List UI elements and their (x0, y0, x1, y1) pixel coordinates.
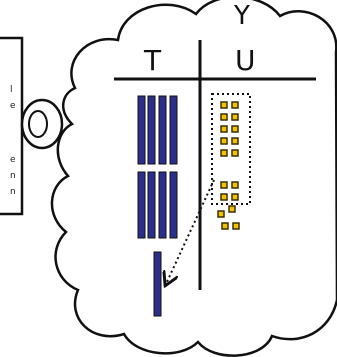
box-fragment-5: n (10, 187, 16, 197)
eye-icon (20, 98, 64, 150)
header-units: U (235, 44, 256, 77)
unit-cube (217, 210, 225, 218)
unit-cube (228, 205, 236, 213)
tens-rod (147, 171, 156, 239)
unit-cube (232, 222, 240, 230)
unit-cube (220, 125, 228, 133)
unit-cube (231, 137, 239, 145)
unit-cube (220, 137, 228, 145)
unit-cube (231, 181, 239, 189)
tens-rod (169, 95, 178, 165)
unit-cubes-loose (217, 205, 240, 230)
thought-cloud-icon (50, 0, 337, 357)
unit-cube (231, 113, 239, 121)
tens-rods-middle-group (137, 171, 178, 239)
regroup-dotted-box (211, 93, 251, 205)
unit-cube (231, 149, 239, 157)
unit-cubes-grouped (220, 101, 239, 201)
unit-cube (220, 101, 228, 109)
unit-cube (221, 222, 229, 230)
header-tens: T (143, 44, 162, 77)
unit-cube (220, 113, 228, 121)
dotted-arrow-icon (166, 179, 215, 284)
tens-rod (137, 171, 146, 239)
unit-cube (231, 101, 239, 109)
tens-rod (169, 171, 178, 239)
tens-rod (137, 95, 146, 165)
tens-rod-moved (153, 251, 162, 317)
unit-cube (220, 181, 228, 189)
box-fragment-3: e (10, 155, 16, 165)
tens-rod (147, 95, 156, 165)
box-fragment-4: n (10, 171, 16, 181)
tens-rod (158, 171, 167, 239)
box-fragment-1: l (10, 85, 13, 95)
unit-cube (231, 193, 239, 201)
unit-cube (231, 125, 239, 133)
unit-cube (220, 149, 228, 157)
tens-rod (158, 95, 167, 165)
tens-rods-top-group (137, 95, 178, 165)
unit-cube (220, 193, 228, 201)
box-fragment-2: e (10, 101, 16, 111)
text-box-panel: l e e n n (0, 36, 24, 216)
header-above: Y (233, 1, 250, 31)
